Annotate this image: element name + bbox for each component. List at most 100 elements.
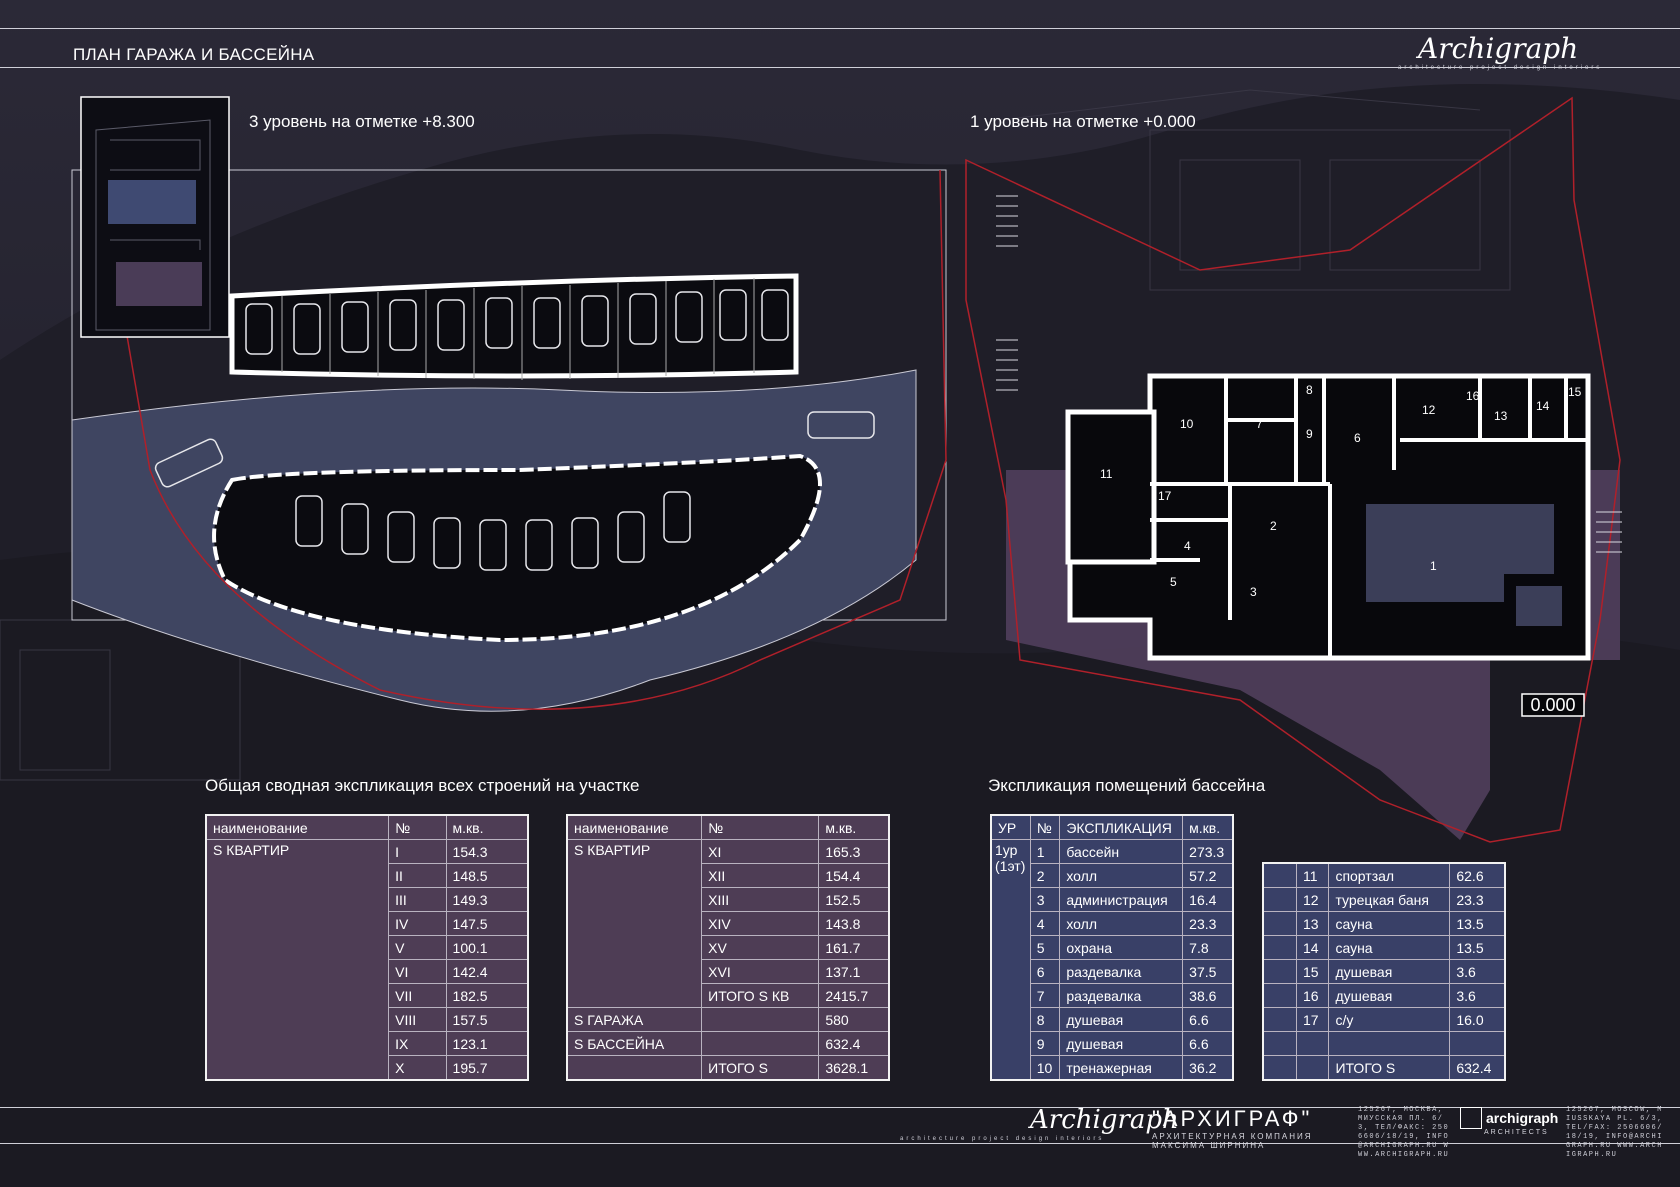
cell-number: 9 xyxy=(1029,1031,1061,1056)
cell-room: турецкая баня xyxy=(1328,887,1451,912)
cell-room: администрация xyxy=(1059,887,1184,912)
cell-room: бассейн xyxy=(1059,839,1184,864)
room-label: 16 xyxy=(1466,389,1480,403)
upper-parking-dividers xyxy=(281,278,755,380)
footer-logo-text: Archigraph xyxy=(1030,1105,1179,1135)
cell-number: 4 xyxy=(1029,911,1061,936)
stairs xyxy=(996,195,1622,553)
cell-number: II xyxy=(388,863,447,888)
room-label: 9 xyxy=(1306,427,1313,441)
cell-area: 13.5 xyxy=(1449,935,1506,960)
footer-logo-script: Archigraph xyxy=(1030,1105,1179,1135)
cell-room: душевая xyxy=(1328,959,1451,984)
header-logo: Archigraph architecture project design i… xyxy=(1398,32,1668,71)
cell-number: VIII xyxy=(388,1007,447,1032)
brand-name-ru: "АРХИГРАФ" xyxy=(1152,1106,1313,1131)
col-header-name: наименование xyxy=(205,814,390,840)
cell-area: 16.0 xyxy=(1449,1007,1506,1032)
cell-area: 23.3 xyxy=(1449,887,1506,912)
cell-number: XII xyxy=(701,863,820,888)
level-label: 1ур xyxy=(995,842,1018,858)
cell-number: 1 xyxy=(1029,839,1061,864)
room-label: 1 xyxy=(1430,559,1437,573)
room-label: 17 xyxy=(1158,489,1172,503)
cell-room: сауна xyxy=(1328,935,1451,960)
pool-value: 632.4 xyxy=(818,1031,890,1056)
col-header-number: № xyxy=(1029,814,1061,840)
col-header-area: м.кв. xyxy=(445,814,529,840)
cell-area: 6.6 xyxy=(1182,1031,1234,1056)
cell-area: 273.3 xyxy=(1182,839,1234,864)
cell-area: 16.4 xyxy=(1182,887,1234,912)
cell-room: холл xyxy=(1059,911,1184,936)
room-label: 12 xyxy=(1422,403,1436,417)
group-label: S КВАРТИР xyxy=(566,839,703,1008)
inset-pool-highlight xyxy=(116,262,202,306)
elevation-mark: 0.000 xyxy=(1530,695,1575,715)
garage-label: S ГАРАЖА xyxy=(566,1007,703,1032)
cell-number: 7 xyxy=(1029,983,1061,1008)
header-top-rule xyxy=(0,28,1680,29)
cell-room: душевая xyxy=(1059,1031,1184,1056)
cell-number: VII xyxy=(388,983,447,1008)
cell-number: 12 xyxy=(1295,887,1330,912)
cell-room: с/у xyxy=(1328,1007,1451,1032)
col-header-name: наименование xyxy=(566,814,703,840)
cell-number: 15 xyxy=(1295,959,1330,984)
total-value: 632.4 xyxy=(1449,1055,1506,1081)
subtotal-value: 2415.7 xyxy=(818,983,890,1008)
cell-area: 137.1 xyxy=(818,959,890,984)
footer-top-rule xyxy=(0,1107,1680,1108)
room-label: 10 xyxy=(1180,417,1194,431)
cell-number: IX xyxy=(388,1031,447,1056)
brand-sub-en: ARCHITECTS xyxy=(1484,1129,1549,1136)
brand-author-ru: МАКСИМА ШИРНИНА xyxy=(1152,1141,1266,1150)
lower-parking-island xyxy=(212,453,822,643)
elevation-box xyxy=(1521,693,1585,717)
cell-number: 5 xyxy=(1029,935,1061,960)
jacuzzi xyxy=(1516,586,1562,626)
cell-number: 14 xyxy=(1295,935,1330,960)
cell-room: охрана xyxy=(1059,935,1184,960)
footer-bottom-rule xyxy=(0,1143,1680,1144)
pool-site-boundary xyxy=(965,96,1621,843)
room-label: 4 xyxy=(1184,539,1191,553)
cell-area: 157.5 xyxy=(445,1007,529,1032)
cell-area: 143.8 xyxy=(818,911,890,936)
cell-number: 13 xyxy=(1295,911,1330,936)
pool-label: S БАССЕЙНА xyxy=(566,1031,703,1056)
cell-number: X xyxy=(388,1055,447,1081)
col-header-number: № xyxy=(701,814,820,840)
cell-room: раздевалка xyxy=(1059,959,1184,984)
room-label: 2 xyxy=(1270,519,1277,533)
cell-number: XIV xyxy=(701,911,820,936)
cell-area: 149.3 xyxy=(445,887,529,912)
cell-area: 148.5 xyxy=(445,863,529,888)
sheet-title: ПЛАН ГАРАЖА И БАССЕЙНА xyxy=(73,45,315,64)
garage-plan xyxy=(71,96,947,712)
room-label: 7 xyxy=(1256,417,1263,431)
room-label: 15 xyxy=(1568,385,1582,399)
cell-number: VI xyxy=(388,959,447,984)
cell-number: V xyxy=(388,935,447,960)
address-ru: 125267, МОСКВА, МИУССКАЯ ПЛ. 6/3, ТЕЛ/ФА… xyxy=(1358,1106,1450,1159)
room-label: 13 xyxy=(1494,409,1508,423)
room-label: 6 xyxy=(1354,431,1361,445)
